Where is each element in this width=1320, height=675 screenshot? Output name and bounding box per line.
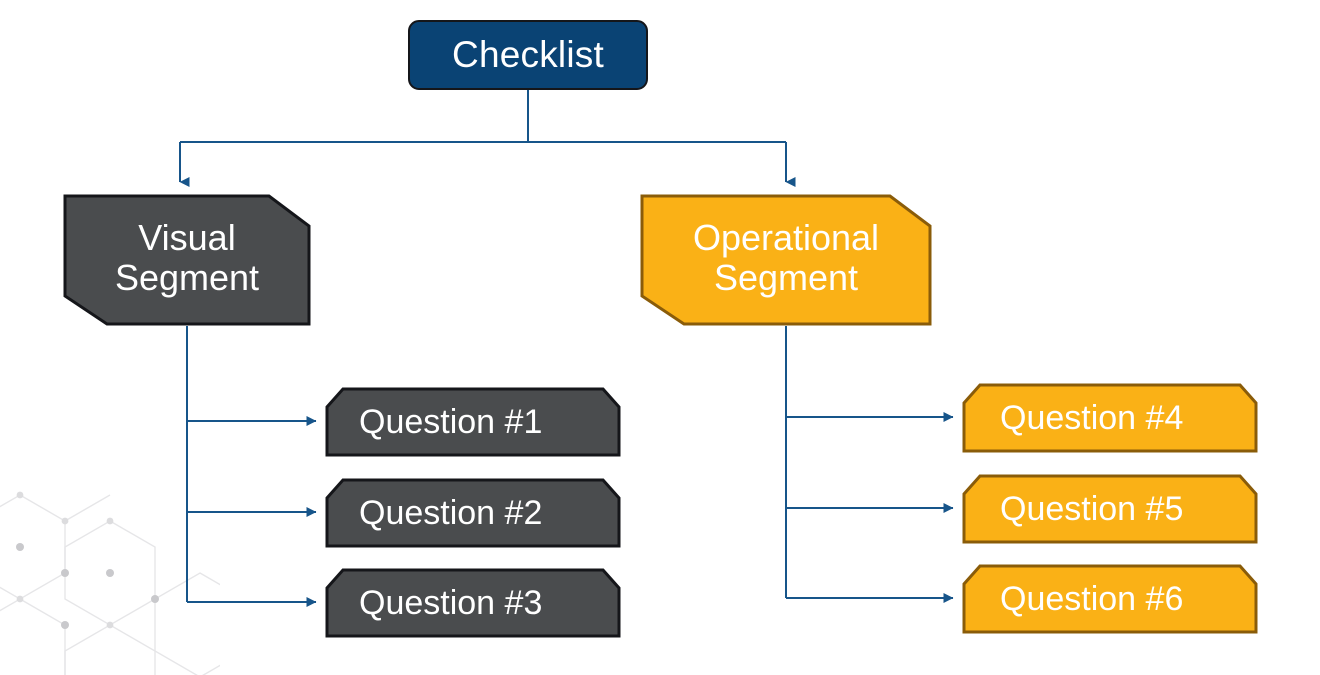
node-question-4[interactable] xyxy=(962,383,1258,453)
node-question-5[interactable] xyxy=(962,474,1258,544)
node-visual-segment[interactable] xyxy=(63,194,311,326)
question-3-shape xyxy=(325,568,621,638)
node-question-3-label-wrap: Question #3 xyxy=(325,568,621,638)
node-question-2-label: Question #2 xyxy=(359,493,543,532)
node-question-1-label-wrap: Question #1 xyxy=(325,387,621,457)
question-1-shape xyxy=(325,387,621,457)
node-question-3[interactable] xyxy=(325,568,621,638)
node-question-2[interactable] xyxy=(325,478,621,548)
node-question-6[interactable] xyxy=(962,564,1258,634)
node-operational-segment-label-wrap: Operational Segment xyxy=(640,194,932,326)
node-checklist[interactable]: Checklist xyxy=(408,20,648,90)
operational-segment-shape xyxy=(640,194,932,326)
node-operational-segment-label: Operational Segment xyxy=(692,216,880,298)
node-question-5-label-wrap: Question #5 xyxy=(962,474,1258,544)
hexagon-network-watermark xyxy=(0,491,220,675)
node-question-6-label: Question #6 xyxy=(1000,579,1184,618)
question-4-shape xyxy=(962,383,1258,453)
node-question-1-label: Question #1 xyxy=(359,402,543,441)
node-question-5-label: Question #5 xyxy=(1000,489,1184,528)
node-visual-segment-label: Visual Segment xyxy=(114,216,260,298)
node-operational-segment[interactable] xyxy=(640,194,932,326)
node-question-1[interactable] xyxy=(325,387,621,457)
node-question-4-label-wrap: Question #4 xyxy=(962,383,1258,453)
question-6-shape xyxy=(962,564,1258,634)
node-checklist-label: Checklist xyxy=(452,34,604,76)
node-question-4-label: Question #4 xyxy=(1000,398,1184,437)
visual-segment-shape xyxy=(63,194,311,326)
node-question-3-label: Question #3 xyxy=(359,583,543,622)
node-question-6-label-wrap: Question #6 xyxy=(962,564,1258,634)
node-question-2-label-wrap: Question #2 xyxy=(325,478,621,548)
question-2-shape xyxy=(325,478,621,548)
node-visual-segment-label-wrap: Visual Segment xyxy=(63,194,311,326)
question-5-shape xyxy=(962,474,1258,544)
